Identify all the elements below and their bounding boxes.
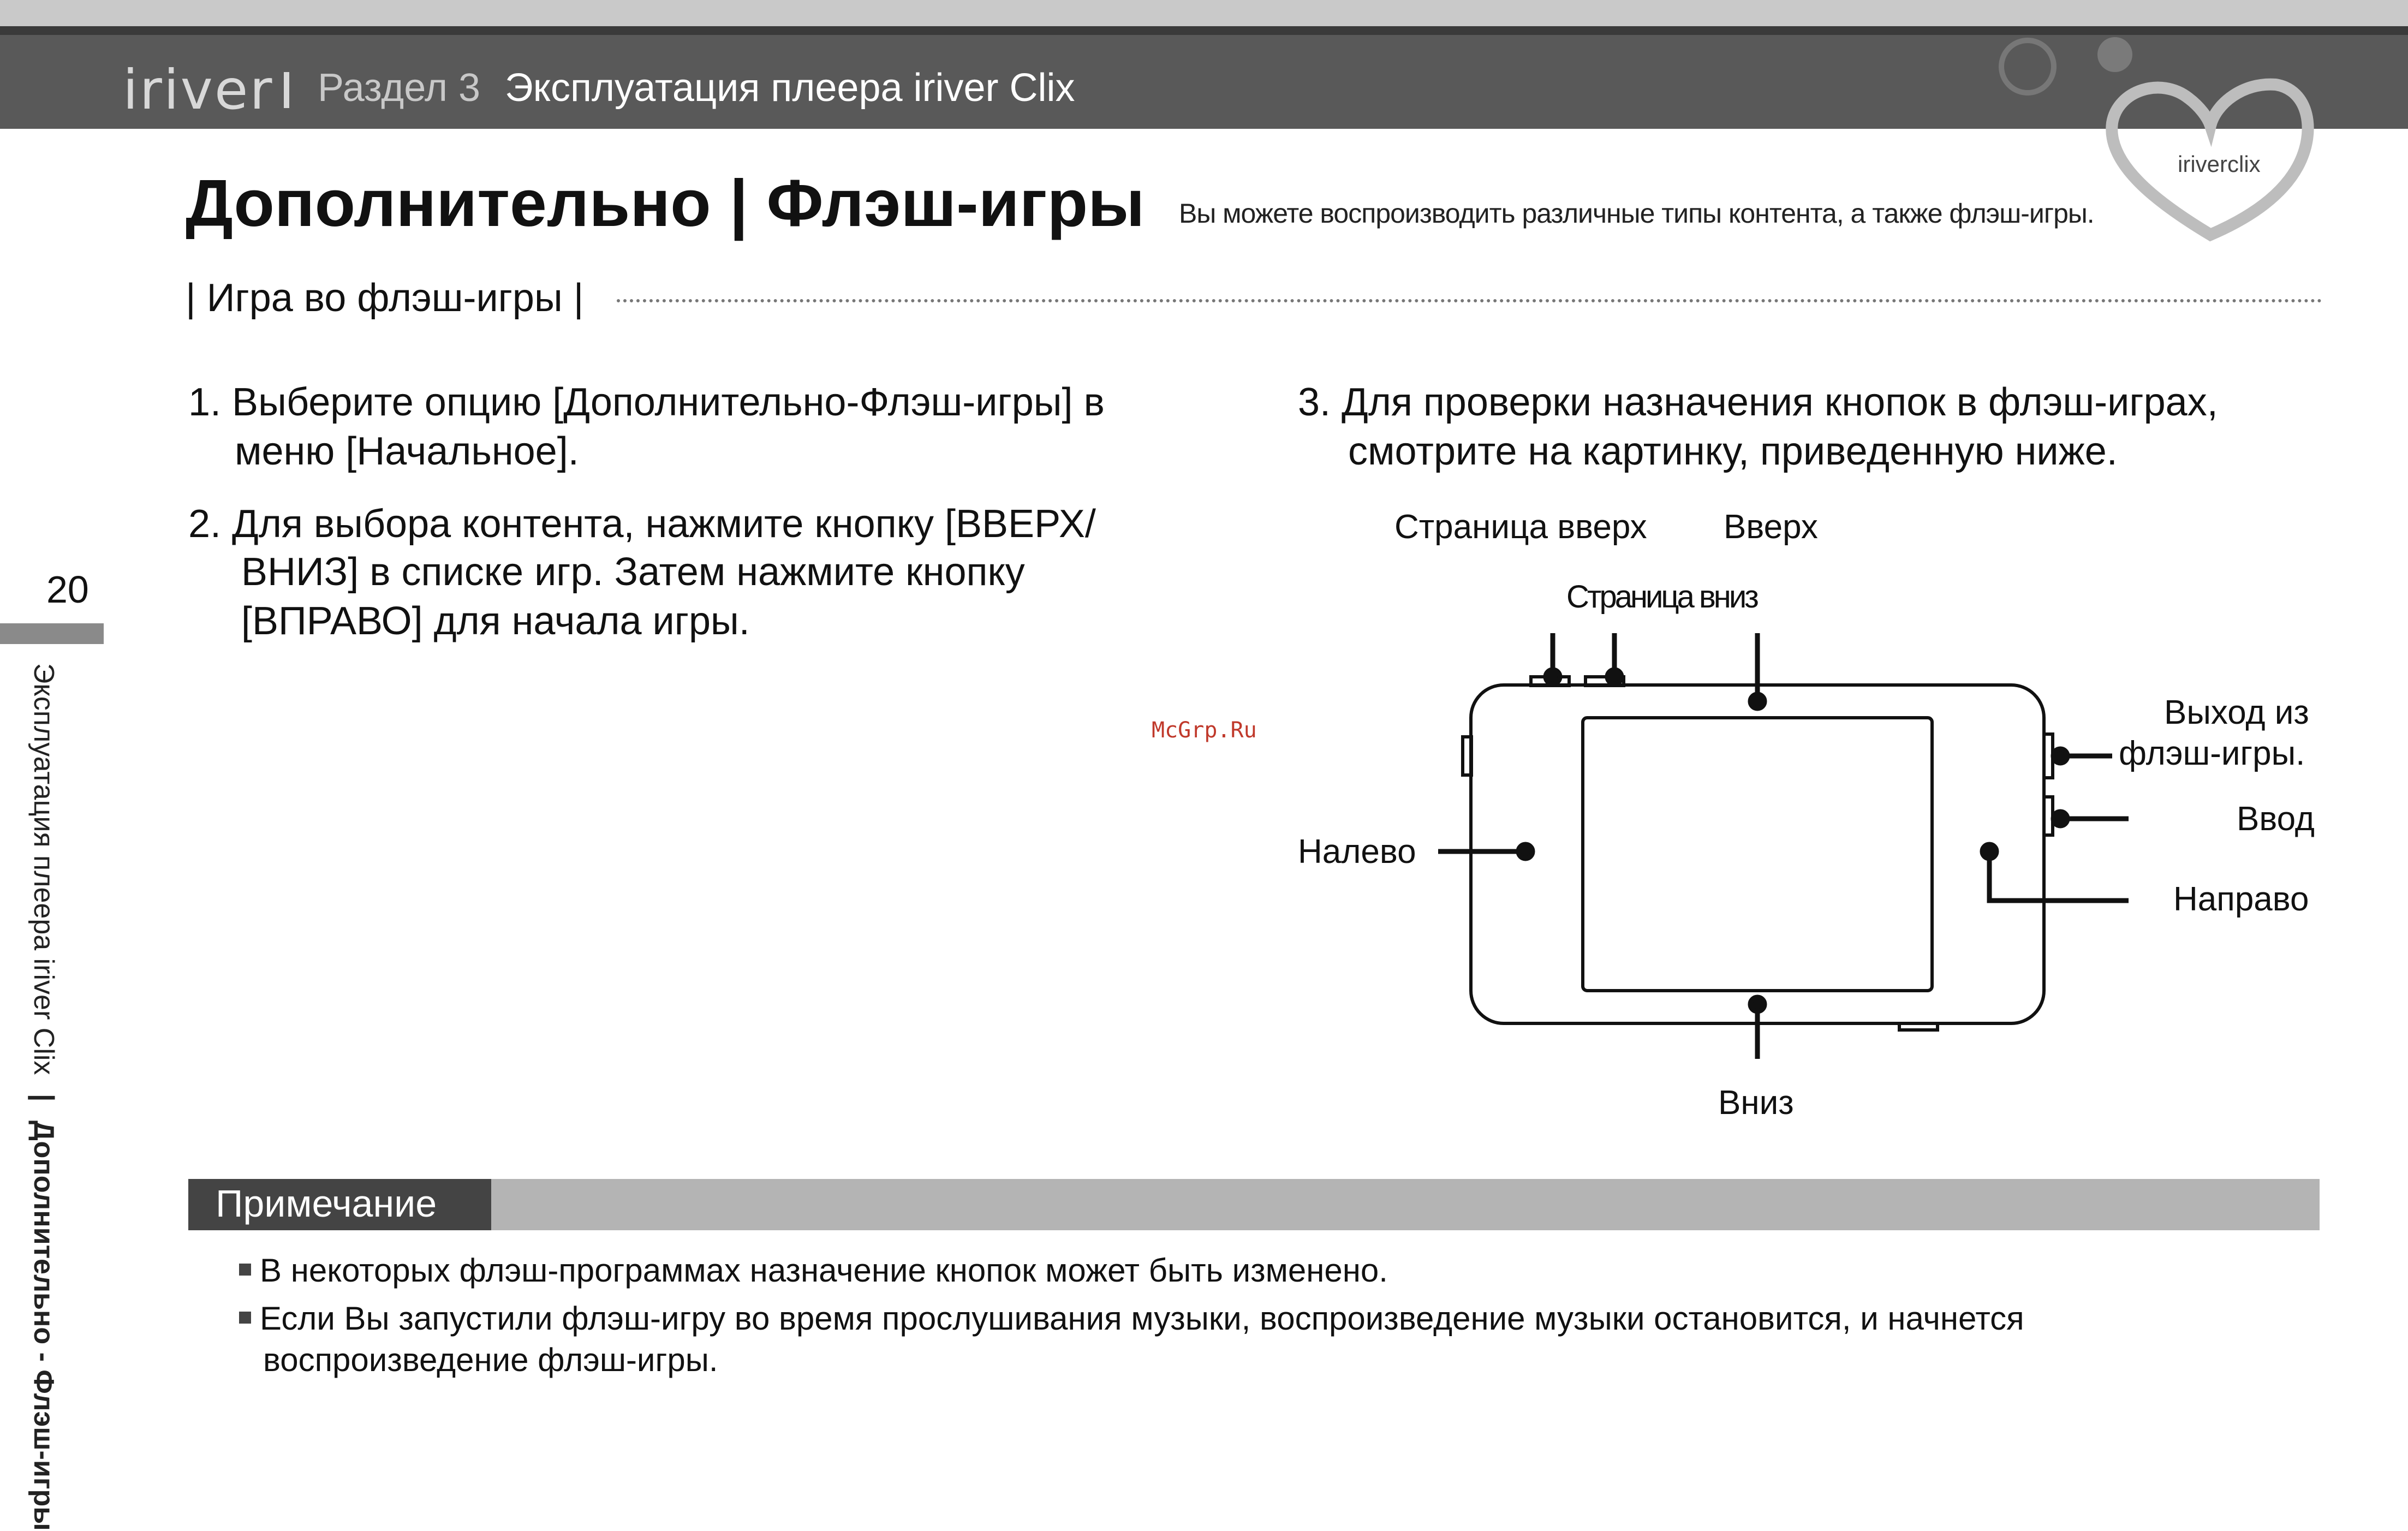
page-number: 20 <box>46 568 89 611</box>
sidebar-vertical-text: Эксплуатация плеера iriver Clix | Дополн… <box>27 663 60 1531</box>
page-down-button <box>1584 675 1625 687</box>
label-left: Налево <box>1298 833 1416 871</box>
label-exit-line-1: Выход из <box>2164 694 2309 731</box>
device-screen <box>1581 716 1934 992</box>
dotted-divider <box>617 299 2322 302</box>
iriver-clix-heart-logo-icon: iriverclix <box>2106 78 2314 242</box>
label-down: Вниз <box>1718 1084 1794 1122</box>
note-tab <box>188 1179 491 1230</box>
header-separator <box>284 72 289 108</box>
step-3-line-2: смотрите на картинку, приведенную ниже. <box>1348 430 2118 473</box>
label-page-up: Страница вверх <box>1394 508 1647 546</box>
header-title: Эксплуатация плеера iriver Clix <box>505 66 1075 110</box>
header-dark-line <box>0 26 2408 35</box>
step-2-line-2: ВНИЗ] в списке игр. Затем нажмите кнопку <box>241 550 1025 594</box>
label-up: Вверх <box>1724 508 1818 546</box>
note-bar <box>188 1179 2320 1230</box>
step-2-line-1: 2. Для выбора контента, нажмите кнопку [… <box>188 502 1096 546</box>
step-1-line-2: меню [Начальное]. <box>235 430 579 473</box>
device-diagram <box>1438 633 2129 1059</box>
sidebar-section: Эксплуатация плеера iriver Clix <box>28 663 59 1075</box>
sidebar-topic: Дополнительно - Флэш-игры <box>28 1120 59 1531</box>
sidebar-separator: | <box>28 1093 59 1102</box>
page-title: Дополнительно | Флэш-игры <box>186 166 1145 240</box>
left-side-nub <box>1461 735 1473 777</box>
note-title: Примечание <box>216 1182 437 1225</box>
top-strip <box>0 0 2408 26</box>
step-2-line-3: [ВПРАВО] для начала игры. <box>241 599 750 643</box>
page-subtitle: Вы можете воспроизводить различные типы … <box>1179 198 2095 229</box>
label-enter: Ввод <box>2237 800 2315 838</box>
note-item-2-line-2: воспроизведение флэш-игры. <box>263 1342 718 1378</box>
page-number-bar <box>0 623 104 644</box>
section-heading: | Игра во флэш-игры | <box>186 276 584 320</box>
note-item-1-text: В некоторых флэш-программах назначение к… <box>260 1252 1388 1289</box>
bullet-icon <box>239 1312 251 1324</box>
note-item-1: В некоторых флэш-программах назначение к… <box>239 1250 1388 1291</box>
note-item-2-text-1: Если Вы запустили флэш-игру во время про… <box>260 1300 2024 1337</box>
decor-circles-icon <box>1999 37 2132 96</box>
label-page-down: Страница вниз <box>1566 579 1759 615</box>
step-3-line-1: 3. Для проверки назначения кнопок в флэш… <box>1298 380 2218 424</box>
device-body <box>1469 683 2046 1025</box>
corner-logo-text: iriverclix <box>2178 151 2261 177</box>
iriver-logo: iriver <box>123 58 274 122</box>
step-1-line-1: 1. Выберите опцию [Дополнительно-Флэш-иг… <box>188 380 1105 424</box>
header-section: Раздел 3 <box>318 66 481 110</box>
note-item-2: Если Вы запустили флэш-игру во время про… <box>239 1298 2024 1339</box>
label-exit-line-2: флэш-игры. <box>2119 735 2305 772</box>
bullet-icon <box>239 1264 251 1276</box>
bottom-nub <box>1898 1022 1939 1032</box>
label-right: Направо <box>2173 880 2309 918</box>
watermark: McGrp.Ru <box>1152 718 1257 743</box>
